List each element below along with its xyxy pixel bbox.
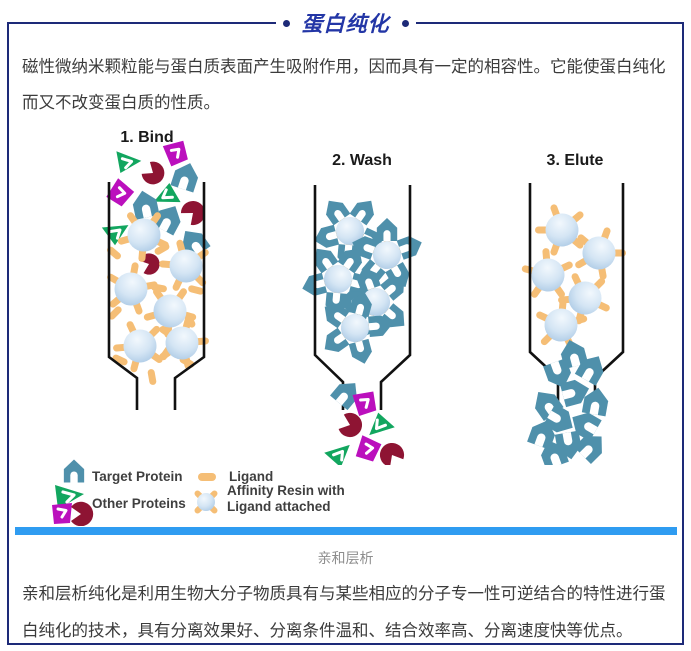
elute-column-wall-left	[528, 183, 560, 407]
section-caption: 亲和层析	[317, 550, 374, 566]
bullet-dot-right-icon	[401, 19, 409, 27]
elute-eluted-target-proteins	[527, 336, 611, 465]
bind-column-wall-right	[173, 182, 206, 410]
section-paragraph: 亲和层析纯化是利用生物大分子物质具有与某些相应的分子专一性可逆结合的特性进行蛋白…	[22, 585, 666, 640]
wash-bound-resin	[289, 195, 438, 381]
intro-paragraph: 磁性微纳米颗粒能与蛋白质表面产生吸附作用，因而具有一定的相容性。它能使蛋白纯化而…	[22, 58, 666, 112]
ligand-icon	[198, 473, 216, 481]
legend-label-affinity-resin: Affinity Resin with Ligand attached	[227, 483, 345, 514]
legend-label-target-protein: Target Protein	[92, 469, 183, 484]
page-header: 蛋白纯化	[275, 11, 416, 36]
wash-column-wall-right	[379, 185, 412, 410]
page-title: 蛋白纯化	[301, 11, 390, 36]
bind-column-wall-left	[107, 182, 139, 410]
wash-column	[289, 185, 438, 465]
elute-column	[511, 183, 634, 465]
wash-washed-out-proteins	[322, 375, 408, 465]
affinity-resin-icon	[194, 490, 218, 514]
legend-label-other-proteins: Other Proteins	[92, 496, 186, 511]
legend-label-ligand: Ligand	[229, 469, 274, 484]
step-label-bind: 1. Bind	[120, 129, 174, 146]
step-label-wash: 2. Wash	[332, 152, 392, 169]
step-label-elute: 3. Elute	[546, 152, 604, 169]
purification-diagram	[92, 137, 634, 465]
target-protein-icon	[63, 459, 85, 483]
bullet-dot-left-icon	[282, 19, 290, 27]
other-proteins-icon	[52, 485, 94, 526]
bind-column	[92, 137, 219, 410]
section-divider-bar	[15, 527, 677, 535]
